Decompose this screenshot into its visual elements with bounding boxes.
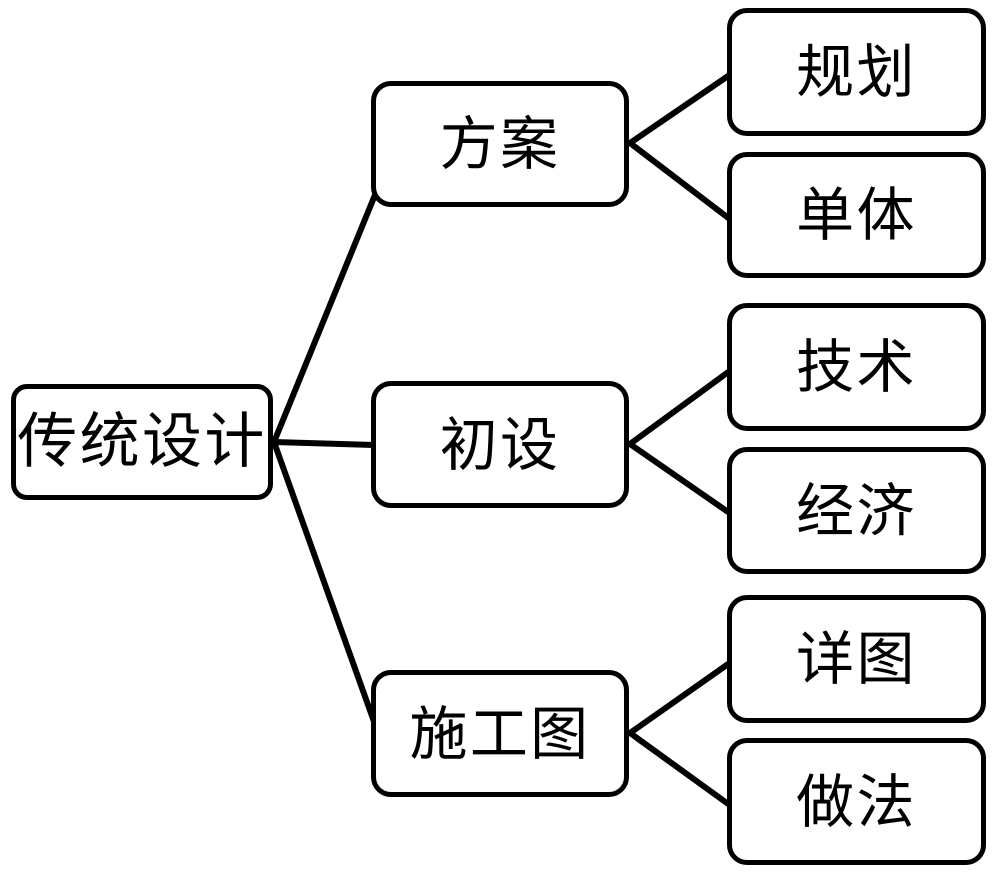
edge-fangan-to-danti bbox=[627, 140, 734, 223]
node-guihua[interactable]: 规划 bbox=[727, 8, 986, 136]
edge-root-to-chushe bbox=[271, 439, 377, 448]
node-root[interactable]: 传统设计 bbox=[11, 384, 273, 500]
node-fangan-label: 方案 bbox=[439, 110, 561, 178]
node-jishu-label: 技术 bbox=[796, 333, 917, 401]
node-danti[interactable]: 单体 bbox=[727, 152, 986, 278]
node-jishu[interactable]: 技术 bbox=[727, 303, 986, 431]
node-guihua-label: 规划 bbox=[796, 38, 917, 106]
node-danti-label: 单体 bbox=[796, 181, 917, 249]
edge-root-to-fangan bbox=[271, 187, 380, 445]
node-jingji[interactable]: 经济 bbox=[727, 447, 986, 574]
edge-chushe-to-jingji bbox=[627, 441, 734, 517]
node-xiangtu[interactable]: 详图 bbox=[727, 595, 986, 723]
edge-chushe-to-jishu bbox=[627, 367, 734, 447]
node-xiangtu-label: 详图 bbox=[796, 625, 917, 693]
node-chushe-label: 初设 bbox=[439, 410, 561, 479]
node-fangan[interactable]: 方案 bbox=[371, 81, 629, 207]
edge-root-to-shigongtu bbox=[271, 439, 380, 733]
node-shigongtu[interactable]: 施工图 bbox=[371, 670, 629, 797]
edge-shigongtu-to-xiangtu bbox=[627, 659, 734, 736]
node-chushe[interactable]: 初设 bbox=[371, 381, 629, 508]
edge-fangan-to-guihua bbox=[627, 71, 734, 146]
node-zuofa[interactable]: 做法 bbox=[727, 738, 986, 865]
edge-shigongtu-to-zuofa bbox=[627, 730, 734, 809]
node-root-label: 传统设计 bbox=[17, 407, 267, 477]
node-jingji-label: 经济 bbox=[796, 476, 917, 545]
node-shigongtu-label: 施工图 bbox=[409, 699, 591, 768]
node-zuofa-label: 做法 bbox=[796, 767, 917, 836]
